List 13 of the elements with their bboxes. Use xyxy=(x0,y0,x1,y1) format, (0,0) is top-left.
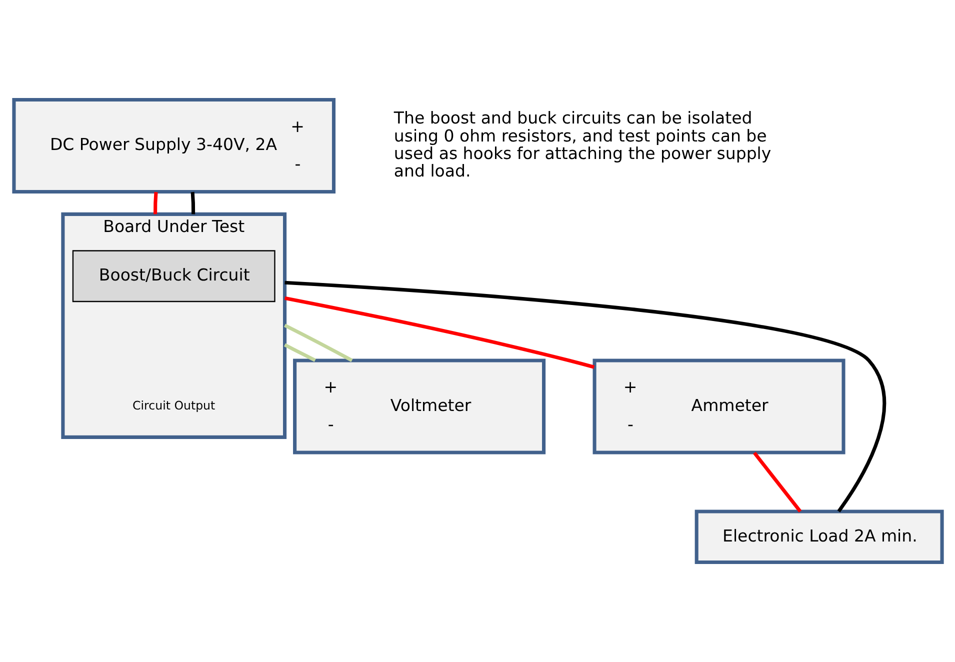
connector xyxy=(752,452,802,513)
node-box: Boost/Buck Circuit xyxy=(72,250,275,302)
connector xyxy=(283,343,316,362)
connector xyxy=(283,324,352,362)
node-box: Electronic Load 2A min. xyxy=(694,510,944,564)
label: The boost and buck circuits can be isolated using 0 ohm resistors, and test points can be used as hooks for attaching the power supply and load. xyxy=(393,108,771,181)
connector xyxy=(284,280,886,512)
connector xyxy=(284,296,594,369)
node-box: + - Ammeter xyxy=(592,358,845,454)
node-box: DC Power Supply 3-40V, 2A + - xyxy=(12,98,336,194)
node-box: + - Voltmeter xyxy=(292,358,546,454)
connector xyxy=(190,192,195,214)
connector xyxy=(153,192,158,214)
